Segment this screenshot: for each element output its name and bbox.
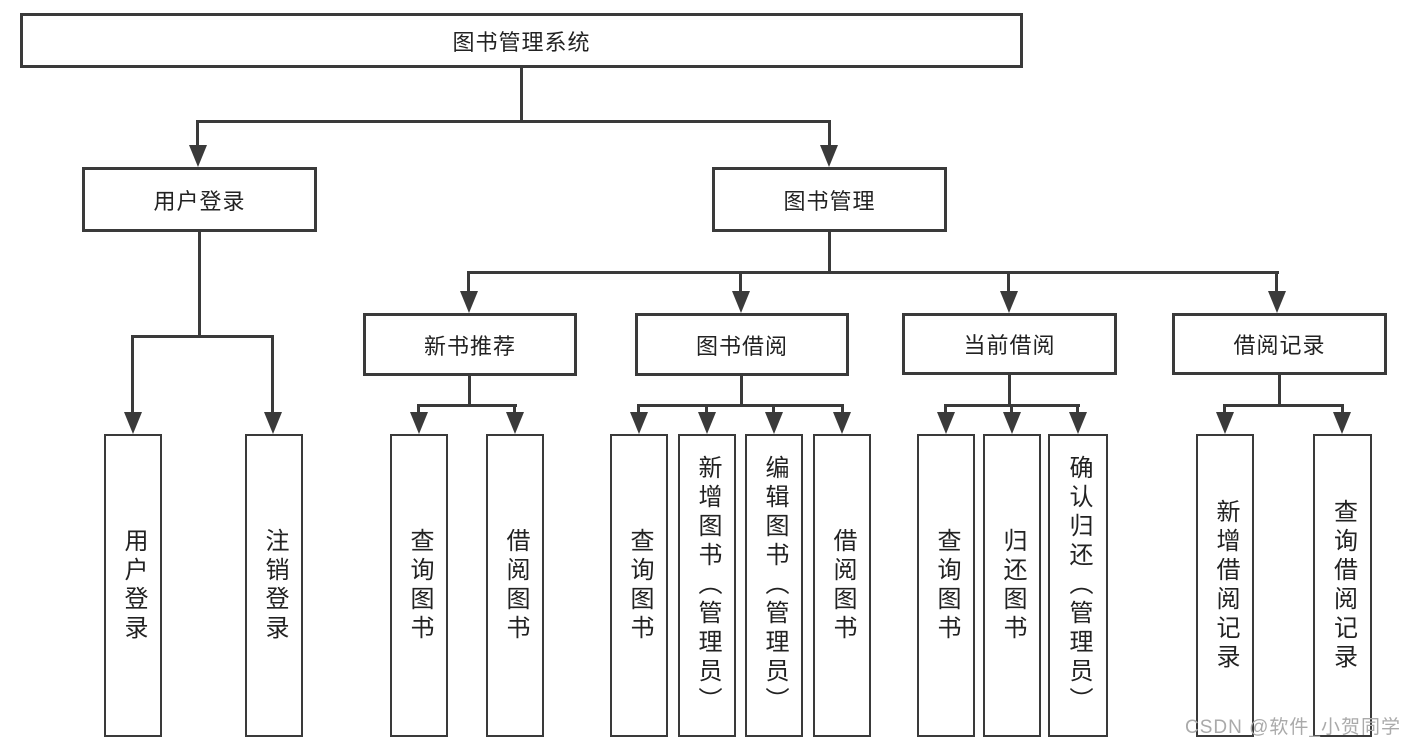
connector-line [828, 232, 831, 274]
leaf-logout: 注销登录 [245, 434, 303, 737]
arrow-down-icon [833, 412, 851, 434]
leaf-query-books-current: 查询图书 [917, 434, 975, 737]
connector-line [1223, 404, 1226, 415]
leaf-edit-books-admin: 编辑图书（管理员） [745, 434, 803, 737]
leaf-query-books-borrow: 查询图书 [610, 434, 668, 737]
node-system-root: 图书管理系统 [20, 13, 1023, 68]
arrow-down-icon [820, 145, 838, 167]
arrow-down-icon [506, 412, 524, 434]
connector-line [1007, 271, 1010, 293]
connector-line [1008, 375, 1011, 407]
connector-line [1341, 404, 1344, 415]
connector-line [197, 120, 831, 123]
arrow-down-icon [1069, 412, 1087, 434]
arrow-down-icon [124, 412, 142, 434]
connector-line [944, 404, 947, 415]
leaf-query-books-recommend: 查询图书 [390, 434, 448, 737]
connector-line [1223, 404, 1344, 407]
connector-line [772, 404, 775, 415]
connector-line [739, 271, 742, 293]
connector-line [1076, 404, 1079, 415]
arrow-down-icon [189, 145, 207, 167]
connector-line [468, 376, 471, 407]
leaf-query-borrow-record: 查询借阅记录 [1313, 434, 1372, 737]
connector-line [468, 271, 1279, 274]
connector-line [1278, 375, 1281, 407]
connector-line [1010, 404, 1013, 415]
leaf-return-books: 归还图书 [983, 434, 1041, 737]
arrow-down-icon [1003, 412, 1021, 434]
node-borrowing-records: 借阅记录 [1172, 313, 1387, 375]
arrow-down-icon [1333, 412, 1351, 434]
csdn-watermark: CSDN @软件_小贺同学 [1185, 717, 1401, 738]
connector-line [417, 404, 517, 407]
node-new-book-recommend: 新书推荐 [363, 313, 577, 376]
leaf-add-books-admin: 新增图书（管理员） [678, 434, 736, 737]
arrow-down-icon [460, 291, 478, 313]
connector-line [828, 120, 831, 148]
connector-line [520, 68, 523, 122]
connector-line [417, 404, 420, 415]
arrow-down-icon [937, 412, 955, 434]
leaf-borrow-books-recommend: 借阅图书 [486, 434, 544, 737]
leaf-confirm-return-admin: 确认归还（管理员） [1048, 434, 1108, 737]
node-book-management: 图书管理 [712, 167, 947, 232]
node-book-borrowing: 图书借阅 [635, 313, 849, 376]
node-user-login: 用户登录 [82, 167, 317, 232]
connector-line [1275, 271, 1278, 293]
connector-line [271, 335, 274, 415]
connector-line [637, 404, 844, 407]
leaf-user-login: 用户登录 [104, 434, 162, 737]
connector-line [841, 404, 844, 415]
connector-line [196, 120, 199, 148]
arrow-down-icon [264, 412, 282, 434]
leaf-borrow-books: 借阅图书 [813, 434, 871, 737]
arrow-down-icon [410, 412, 428, 434]
arrow-down-icon [1216, 412, 1234, 434]
connector-line [637, 404, 640, 415]
arrow-down-icon [630, 412, 648, 434]
arrow-down-icon [1268, 291, 1286, 313]
arrow-down-icon [1000, 291, 1018, 313]
connector-line [198, 232, 201, 338]
arrow-down-icon [698, 412, 716, 434]
connector-line [131, 335, 274, 338]
leaf-add-borrow-record: 新增借阅记录 [1196, 434, 1254, 737]
connector-line [131, 335, 134, 415]
arrow-down-icon [732, 291, 750, 313]
connector-line [705, 404, 708, 415]
node-current-borrowing: 当前借阅 [902, 313, 1117, 375]
arrow-down-icon [765, 412, 783, 434]
connector-line [513, 404, 516, 415]
connector-line [467, 271, 470, 293]
connector-line [740, 376, 743, 407]
